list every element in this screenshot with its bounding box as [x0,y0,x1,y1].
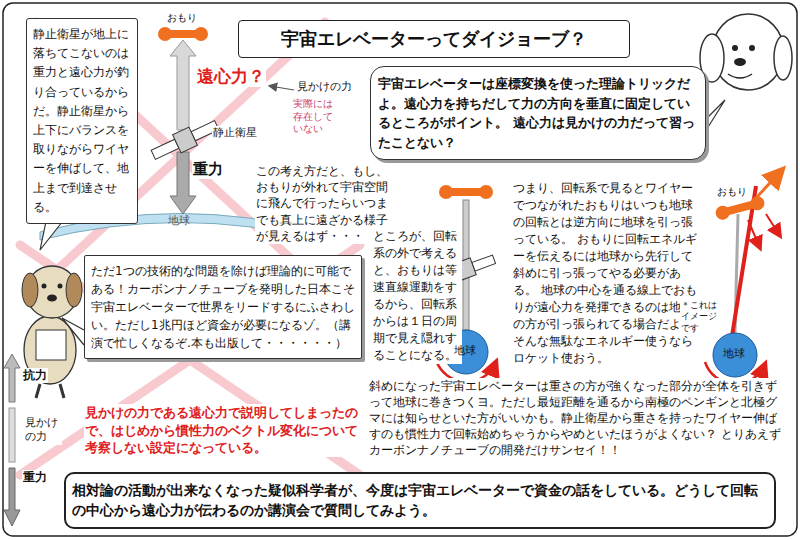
speech-bubble: 宇宙エレベーターは座標変換を使った理論トリックだよ。遠心力を持ちだして力の方向を… [370,66,706,160]
satellite-top [173,127,198,153]
dog-left [60,384,64,398]
title-box: 宇宙エレベーターってダイジョーブ？ [238,20,630,58]
dog-left [66,273,82,307]
middle-figure [479,185,493,199]
label-text: 斜めになった宇宙エレベーターは重さの方が強くなった部分が全体を引きずって地球に巻… [368,378,784,458]
middle-figure [472,255,496,271]
label-text: この考え方だと、もし、おもりが外れて宇宙空間に飛んで行ったらいつまでも真上に遠ざ… [255,163,391,244]
label-text: 実際には存在していない [292,98,342,136]
label-text: 見かけの力 [24,416,62,445]
dog-top-right [749,45,755,51]
box-text: ただ1つの技術的な問題を除けば理論的に可能である！カーボンナノチューブを発明した… [91,262,355,352]
label-text: 重力 [192,160,224,179]
dog-top-right [734,58,746,66]
satellite-top [149,116,221,164]
label-text: 見かけの力である遠心力で説明してしまったので、はじめから慣性力のベクトル変化につ… [84,404,362,457]
satellite-top [151,139,179,159]
label-text: 遠心力？ [196,66,266,87]
dog-left [22,266,82,398]
dog-left [36,330,66,360]
left-force-arrows [4,468,20,526]
title-text: 宇宙エレベーターってダイジョーブ？ [281,27,587,51]
right-figure [714,195,766,221]
right-figure [714,204,731,221]
dog-left [58,284,63,289]
label-text: つまり、回転系で見るとワイヤーでつながれたおもりはいつも地球の回転とは逆方向に地… [512,180,702,367]
page-frame [3,3,797,536]
leader-arrow [270,86,294,90]
left-force-arrows [4,354,20,526]
weight-top [158,27,208,41]
label-text: 地球 [723,347,745,361]
middle-figure [439,185,453,199]
dog-top-right [774,36,792,80]
weight-top [194,27,208,41]
right-figure [713,333,757,377]
dog-left [42,284,47,289]
label-text: 地球 [454,344,476,358]
dog-top-right [732,45,738,51]
dog-left [36,384,40,398]
force-arrow [170,40,196,214]
leader-arrow [270,86,294,90]
label-text: おもり [166,12,198,25]
label-text: 抗力 [22,368,48,383]
right-figure [705,170,782,384]
dog-left [22,273,38,307]
left-force-arrows [9,408,15,462]
label-text: ＊これはイメージです [680,300,726,334]
box-text: 相対論の活動が出来なくなった疑似科学者が、今度は宇宙エレベーターで資金の話をして… [72,480,768,521]
label-text: 見かけの力 [296,80,353,94]
right-figure [756,170,782,198]
label-text: おもり [716,186,748,199]
speech-box: ただ1つの技術的な問題を除けば理論的に可能である！カーボンナノチューブを発明した… [84,255,362,359]
label-text: 重力 [22,470,48,485]
speech-box: 静止衛星が地上に落ちてこないのは重力と遠心力が釣り合っているからだ。静止衛星から… [26,18,138,224]
label-text: 静止衛星 [212,126,258,140]
dog-top-right [700,14,792,90]
label-text: 地球 [168,214,190,228]
dog-left [47,295,57,302]
caption-box: 相対論の活動が出来なくなった疑似科学者が、今度は宇宙エレベーターで資金の話をして… [64,472,776,529]
box-text: 静止衛星が地上に落ちてこないのは重力と遠心力が釣り合っているからだ。静止衛星から… [33,25,131,217]
force-arrow [170,40,196,130]
dog-top-right [728,74,752,78]
left-force-arrows [4,354,20,402]
weight-top [158,27,172,41]
label-text: ところが、回転系の外で考えると、おもりは等速直線運動をするから、回転系からは１日… [372,228,462,364]
right-figure [748,220,760,248]
right-figure [766,214,780,236]
box-text: 宇宙エレベーターは座標変換を使った理論トリックだよ。遠心力を持ちだして力の方向を… [378,74,698,152]
